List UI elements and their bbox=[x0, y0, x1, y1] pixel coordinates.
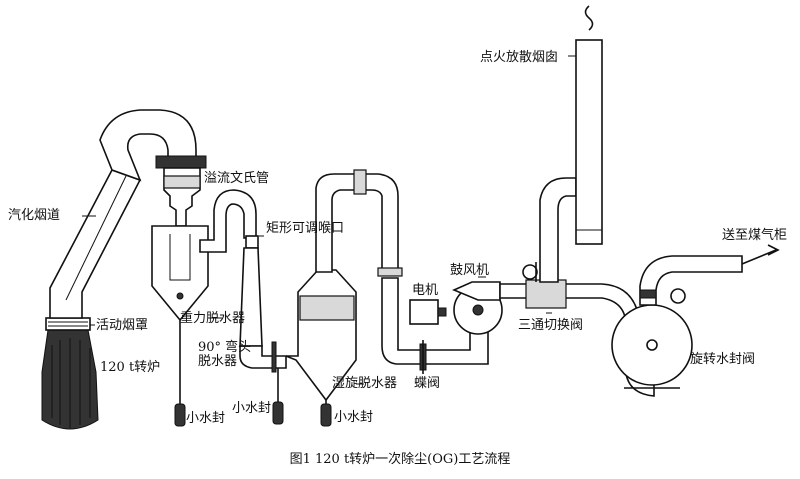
label-to-gas-holder: 送至煤气柜 bbox=[722, 228, 788, 243]
label-elbow-dehydrator-1: 90° 弯头 bbox=[198, 340, 252, 355]
converter-vessel bbox=[41, 329, 99, 430]
label-movable-hood: 活动烟罩 bbox=[96, 318, 149, 333]
vaporization-flue bbox=[49, 169, 142, 319]
motor-icon bbox=[409, 299, 447, 325]
gravity-outlet-pipe bbox=[199, 189, 257, 253]
label-water-seal-3: 小水封 bbox=[334, 410, 374, 425]
label-rotary-water-seal: 旋转水封阀 bbox=[690, 352, 756, 367]
water-seal-1-icon bbox=[174, 403, 186, 427]
blower-icon bbox=[451, 281, 503, 335]
venturi-flange bbox=[155, 155, 207, 169]
label-ignition-stack: 点火放散烟囱 bbox=[480, 50, 559, 65]
label-butterfly-valve: 蝶阀 bbox=[414, 376, 441, 391]
label-blower: 鼓风机 bbox=[450, 263, 490, 278]
water-seal-2-icon bbox=[272, 401, 284, 425]
elbow-dehydrator bbox=[239, 341, 287, 402]
leader-lines bbox=[82, 55, 576, 385]
label-converter: 120 t转炉 bbox=[100, 360, 161, 375]
label-vaporization-flue: 汽化烟道 bbox=[8, 208, 61, 223]
rotary-water-seal-valve bbox=[611, 304, 693, 389]
gravity-dehydrator bbox=[151, 225, 209, 404]
label-three-way-valve: 三通切换阀 bbox=[518, 318, 584, 333]
wet-cyclone-dehydrator bbox=[285, 269, 357, 404]
gas-holder-pipe bbox=[639, 244, 780, 306]
water-seal-3-icon bbox=[320, 403, 332, 427]
label-elbow-dehydrator-2: 脱水器 bbox=[198, 354, 238, 369]
three-way-switch-valve bbox=[522, 262, 567, 309]
label-water-seal-1: 小水封 bbox=[186, 411, 226, 426]
overflow-venturi bbox=[163, 167, 201, 227]
ignition-stack bbox=[575, 5, 603, 245]
rect-adjustable-throat bbox=[239, 235, 263, 347]
movable-hood bbox=[45, 317, 91, 331]
label-rect-throat: 矩形可调喉口 bbox=[266, 221, 345, 236]
downpipe-to-blower bbox=[377, 267, 489, 365]
label-wet-cyclone: 湿旋脱水器 bbox=[332, 376, 398, 391]
label-gravity-dehydrator: 重力脱水器 bbox=[180, 311, 246, 326]
label-motor: 电机 bbox=[412, 283, 439, 298]
figure-caption: 图1 120 t转炉一次除尘(OG)工艺流程 bbox=[289, 452, 511, 467]
butterfly-valve-icon bbox=[419, 340, 427, 374]
label-water-seal-2: 小水封 bbox=[232, 401, 272, 416]
stack-connector-pipe bbox=[539, 177, 577, 283]
label-overflow-venturi: 溢流文氏管 bbox=[204, 171, 270, 186]
